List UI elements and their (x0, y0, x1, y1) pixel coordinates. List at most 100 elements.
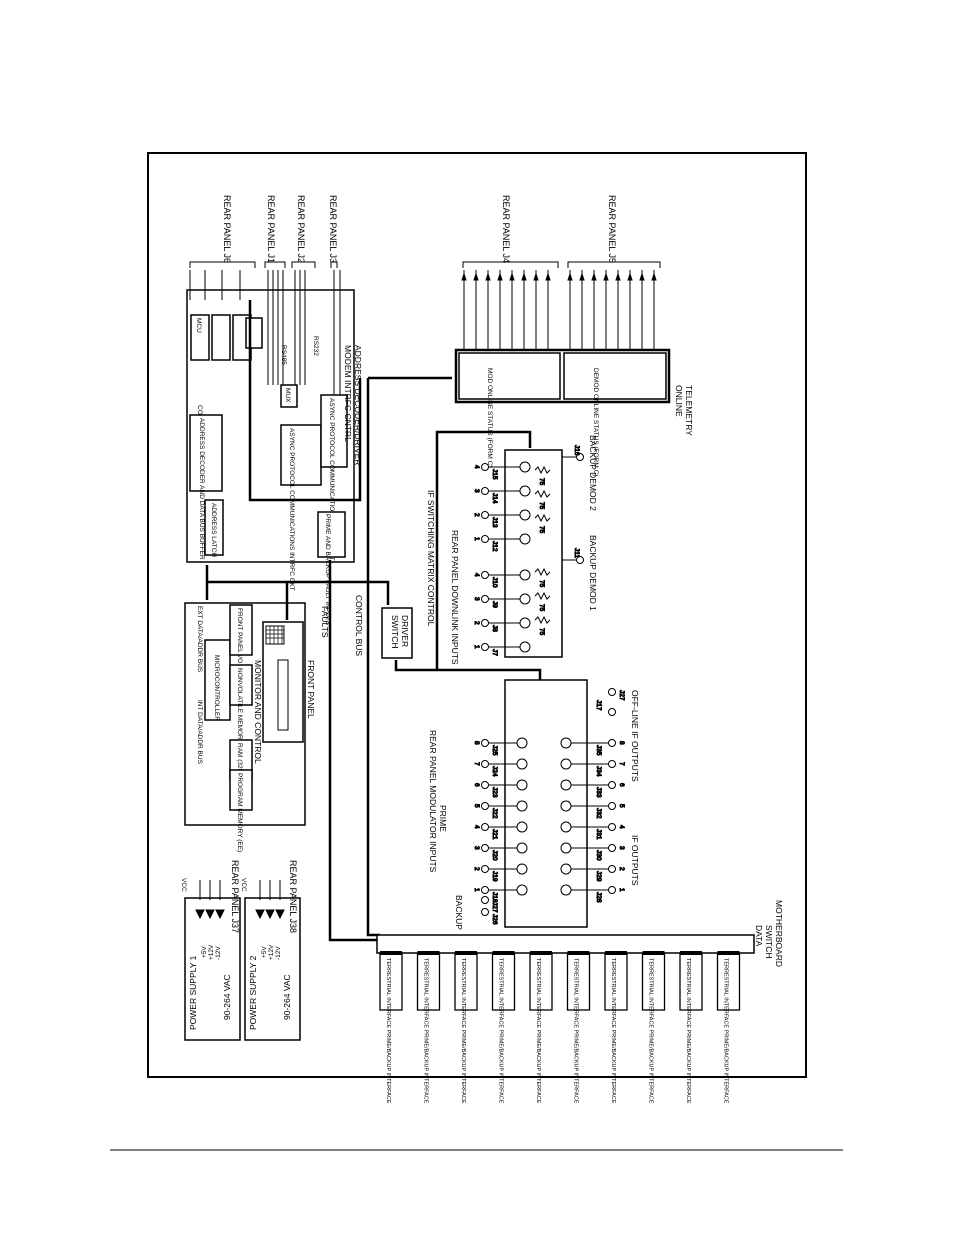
jack-label: J15 (491, 469, 498, 480)
jack-icon (481, 886, 489, 894)
arrow-icon (533, 272, 539, 281)
internal-bus (248, 300, 362, 502)
ram-label: RAM (32K) (236, 743, 243, 775)
port-number: 2 (473, 621, 480, 625)
program-memory-label: PROGRAM MEMORY (EE) (236, 773, 243, 852)
async-protocol-box (280, 424, 322, 486)
async-protocol2-label: ASYNC PROTOCOL COMMUNICATIONS INTRFC CKT (328, 398, 335, 561)
relay-icon (560, 842, 572, 854)
mcu-box (190, 314, 210, 361)
jack-icon (608, 844, 616, 852)
j1-bracket (264, 261, 286, 268)
jack-icon (608, 886, 616, 894)
rear-panel-j1-label: REAR PANEL J1 (266, 195, 276, 263)
port-number: 1 (473, 537, 480, 541)
offline-if-outputs-label: OFF-LINE IF OUTPUTS (630, 690, 640, 782)
jack-label: J17 (595, 700, 602, 711)
jack-icon (481, 643, 489, 651)
mux-label: MUX (284, 388, 291, 403)
jack-icon (481, 760, 489, 768)
mod-online-label: MOD ONLINE STATUS (FORM C) (486, 368, 493, 467)
relay-icon (560, 863, 572, 875)
async-protocol2-box (320, 394, 348, 468)
rear-panel-j37-label: REAR PANEL J37 (230, 860, 240, 933)
ext-data-addr-label: EXT DATA/ADDR BUS (196, 606, 203, 673)
resistor-icon (534, 513, 551, 523)
port-number: 2 (473, 867, 480, 871)
rear-panel-j5-label: REAR PANEL J5 (607, 195, 617, 263)
jack-icon (481, 487, 489, 495)
ps2-p12v: +12V (268, 944, 275, 960)
ps2-vac: 90-264 VAC (282, 974, 292, 1020)
jack-icon (481, 908, 489, 916)
arrow-icon (545, 272, 551, 281)
jack-icon (481, 595, 489, 603)
front-panel-label: FRONT PANEL (306, 660, 316, 719)
jack-label: J7 (491, 649, 498, 656)
port-number: 3 (473, 846, 480, 850)
j3-bracket (330, 261, 338, 268)
port-number: 7 (473, 762, 480, 766)
jack-icon (608, 708, 616, 716)
resistor-label: 75 (538, 478, 545, 486)
interface-card-label: TERRESTRIAL INTERFACE PRIME/BACKUP INTER… (610, 958, 616, 1104)
ps1-p5v: +5V (201, 946, 208, 958)
jack-icon (481, 511, 489, 519)
arrow-icon (473, 272, 479, 281)
jack-label: J24 (491, 766, 498, 777)
ps1-vcc: VCC (180, 878, 187, 892)
arrow-icon (497, 272, 503, 281)
j2-bracket (291, 261, 316, 268)
jack-label: J9 (491, 601, 498, 608)
jack-label: J35 (595, 745, 602, 756)
fp-io-box (229, 604, 253, 656)
address-latch-box (204, 499, 224, 556)
jack-icon (608, 823, 616, 831)
switch-driver-label-2: DRIVER (400, 615, 410, 647)
relay-icon (516, 800, 528, 812)
relay-icon (516, 758, 528, 770)
int-data-addr-label: INT DATA/ADDR BUS (196, 700, 203, 765)
interrupt-box (245, 317, 263, 349)
jack-label: J30 (595, 850, 602, 861)
port-number: 4 (473, 573, 480, 577)
relay-icon (519, 569, 531, 581)
downlink-matrix (504, 449, 563, 658)
port-number: 6 (618, 783, 625, 787)
jack-icon (481, 739, 489, 747)
arrow-icon (509, 272, 515, 281)
jack-icon (481, 535, 489, 543)
jack-label: J34 (595, 766, 602, 777)
resistor-label: 75 (538, 526, 545, 534)
mod-online-box (458, 352, 561, 400)
port-number: 8 (473, 741, 480, 745)
jack-label: J13 (491, 517, 498, 528)
interface-card-label: TERRESTRIAL INTERFACE PRIME/BACKUP INTER… (648, 958, 654, 1104)
jack-label: J29 (595, 871, 602, 882)
arrow-icon (567, 272, 573, 281)
ps2-m12v: -12V (275, 946, 282, 960)
jack-label: J33 (595, 787, 602, 798)
async-protocol-label: ASYNC PROTOCOL COMMUNICATIONS INTRFC CKT (288, 428, 295, 591)
address-decoder-driver-label: ADDRESS DECODER/DRIVER (353, 345, 363, 465)
switch-driver-to-matrix (394, 660, 542, 680)
nv-memory-label: NONVOLATILE MEMORY (8K) (236, 668, 243, 758)
address-decoder-box (189, 414, 223, 492)
online-label-1: ONLINE (674, 385, 684, 417)
faults-line (328, 560, 380, 942)
bus-line (207, 580, 390, 605)
relay-icon (519, 461, 531, 473)
ps1-label: POWER SUPPLY 1 (188, 955, 198, 1030)
port-number: 1 (473, 645, 480, 649)
motherboard-label-2: SWITCH (764, 925, 774, 959)
port-number: 4 (618, 825, 625, 829)
prime-label: PRIME (438, 805, 448, 832)
control-bus-label: CONTROL BUS (354, 595, 364, 656)
jack-icon (608, 760, 616, 768)
jack-label: J20 (491, 850, 498, 861)
microcontroller-label: MICROCONTROLLER (213, 655, 220, 721)
resistor-icon (534, 489, 551, 499)
backup-label: BACKUP (454, 895, 464, 930)
arrow-icon (461, 272, 467, 281)
relay-icon (516, 779, 528, 791)
